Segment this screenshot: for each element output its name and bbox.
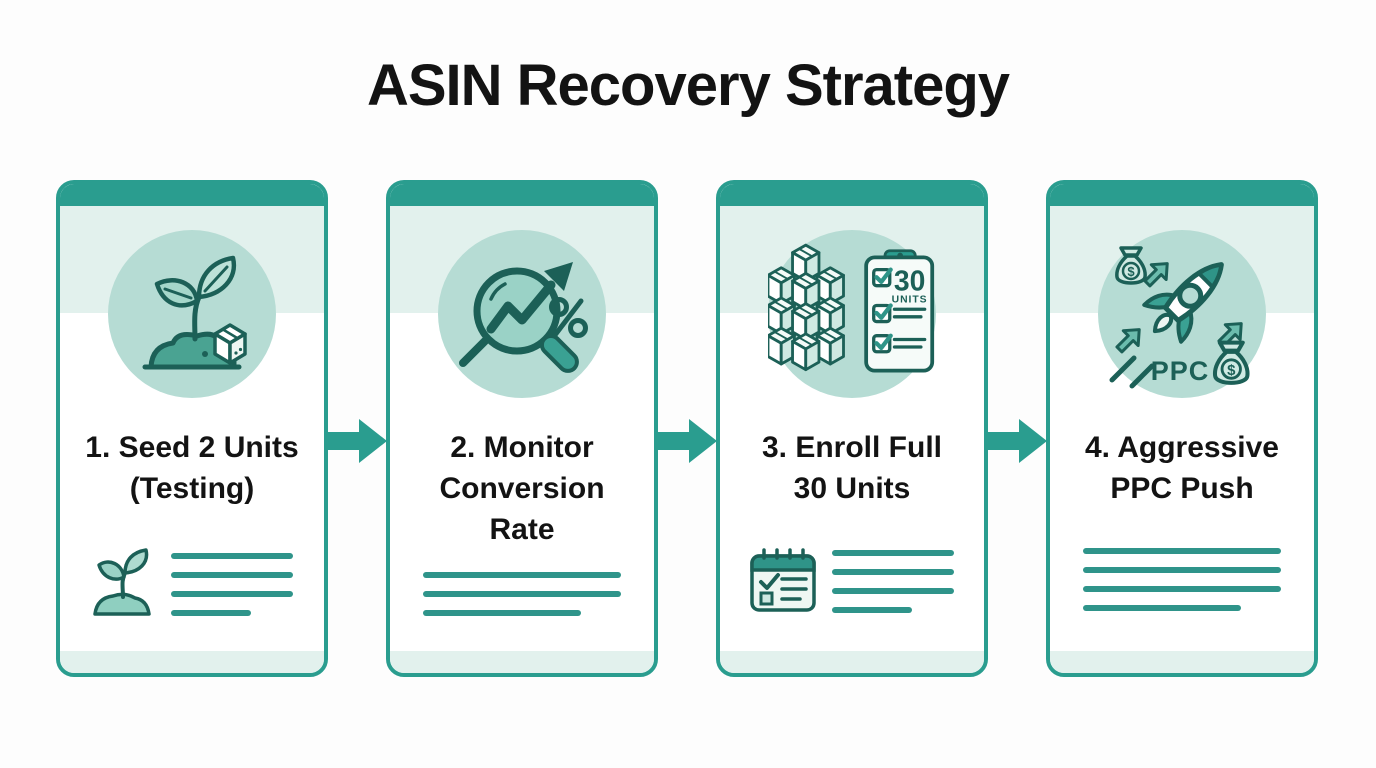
step-title-line: 30 Units [793,472,911,505]
clipboard-units-label: UNITS [892,295,928,306]
magnifier-trend-percent-icon [459,262,588,373]
step-title-line: PPC Push [1110,472,1254,505]
placeholder-line [1083,586,1281,592]
text-placeholder-lines [171,552,293,616]
step-card-4: $ $ PPC 4. Aggressive PPC Push [1046,180,1318,677]
step-title: 4. Aggressive PPC Push [1054,427,1310,509]
step-title-line: 1. Seed 2 Units [85,431,299,464]
card-footer-band [1050,651,1314,673]
seedling-with-package-icon [142,255,247,370]
page-title: ASIN Recovery Strategy [366,53,1010,118]
icon-circle: 30 UNITS [768,230,936,398]
rocket-money-arrows-icon: $ $ PPC [1109,246,1251,389]
card-header-bar [1050,184,1314,206]
boxes-and-clipboard-icon: 30 UNITS [768,243,935,373]
arrow-right-icon [325,419,387,463]
sprout-icon [93,548,151,616]
arrow-right-icon [985,419,1047,463]
card-header-bar [720,184,984,206]
dollar-label: $ [1127,264,1135,279]
icon-circle [438,230,606,398]
step-title-line: Rate [489,513,555,546]
step-title-line: (Testing) [129,472,255,505]
detail-row [60,548,324,620]
step-card-2: 2. Monitor Conversion Rate [386,180,658,677]
card-footer-band [720,651,984,673]
text-placeholder-lines [423,572,621,616]
card-footer-band [60,651,324,673]
placeholder-line [832,568,954,575]
placeholder-line [832,587,954,594]
placeholder-line [1083,548,1281,554]
icon-circle: $ $ PPC [1098,230,1266,398]
placeholder-line [423,610,581,616]
ppc-label: PPC [1151,356,1210,386]
detail-row [720,548,984,614]
step-card-3: 30 UNITS 3. Enroll Full 30 Units [716,180,988,677]
dollar-label: $ [1227,362,1236,379]
step-title-line: 2. Monitor [450,431,594,464]
placeholder-line [423,591,621,597]
text-placeholder-lines [832,549,954,613]
placeholder-line [423,572,621,578]
calendar-checklist-icon [750,548,816,612]
step-title: 2. Monitor Conversion Rate [394,427,650,550]
detail-row [390,572,654,616]
icon-circle [108,230,276,398]
step-title-line: 3. Enroll Full [761,431,942,464]
card-footer-band [390,651,654,673]
arrow-right-icon [655,419,717,463]
placeholder-line [832,549,954,556]
money-bag-icon: $ [1212,340,1250,385]
text-placeholder-lines [1083,548,1281,611]
placeholder-line [1083,567,1281,573]
placeholder-line [171,590,293,597]
step-title-line: 4. Aggressive [1085,431,1279,464]
placeholder-line [171,552,293,559]
card-header-bar [60,184,324,206]
money-bag-icon: $ [1115,246,1147,285]
step-card-1: 1. Seed 2 Units (Testing) [56,180,328,677]
step-title: 3. Enroll Full 30 Units [724,427,980,509]
card-header-bar [390,184,654,206]
clipboard-count-label: 30 [894,264,925,296]
placeholder-line [1083,605,1241,611]
step-title: 1. Seed 2 Units (Testing) [64,427,320,509]
placeholder-line [171,571,293,578]
detail-row [1050,548,1314,611]
step-title-line: Conversion [439,472,605,505]
placeholder-line [171,609,251,616]
placeholder-line [832,606,912,613]
